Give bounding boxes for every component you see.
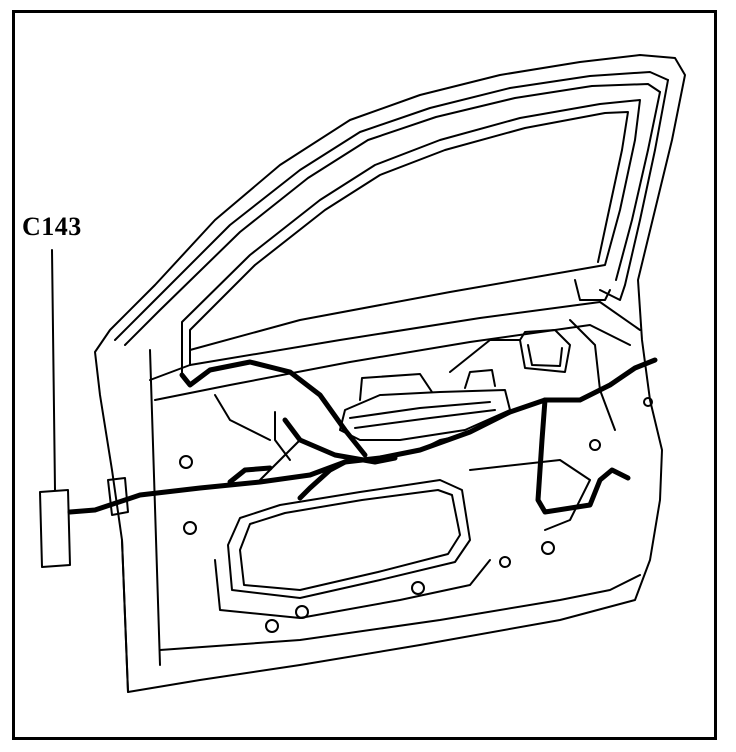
figure-frame — [12, 10, 717, 740]
lower-opening — [214, 459, 591, 619]
wiring-harness — [67, 357, 658, 515]
connector-label: C143 — [22, 212, 82, 241]
inner-panel — [149, 301, 641, 651]
thin-wires — [259, 411, 461, 481]
window-frame — [114, 71, 669, 376]
switch-box — [519, 329, 571, 373]
door-outline — [94, 54, 686, 693]
fasteners — [179, 397, 653, 633]
motor-housing — [339, 339, 521, 441]
connector-c143 — [39, 249, 71, 568]
